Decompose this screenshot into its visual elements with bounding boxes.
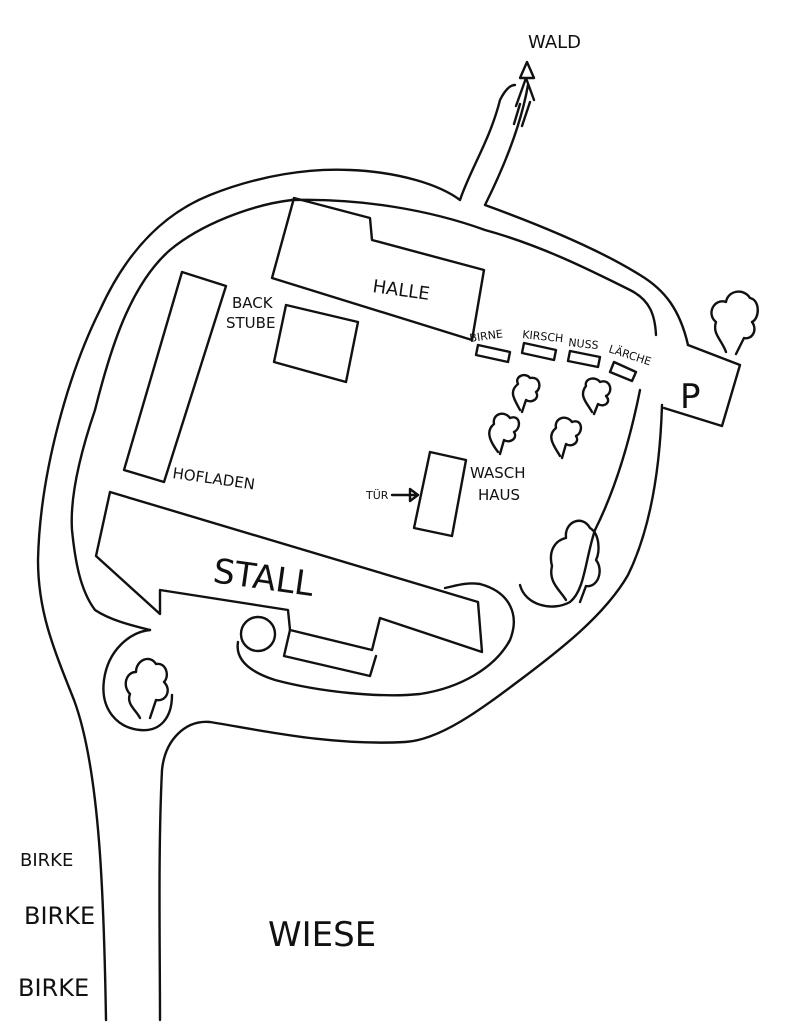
building-waschhaus	[412, 450, 468, 538]
building-backstube	[272, 303, 360, 384]
road-inner-edge	[70, 198, 294, 632]
road-network	[36, 83, 690, 1022]
label-wiese: WIESE	[268, 915, 376, 955]
road-inner-edge-top	[290, 198, 658, 337]
arrows	[390, 60, 536, 503]
label-wald: WALD	[528, 32, 581, 53]
label-waschhaus-line1: WASCH	[470, 464, 526, 482]
building-stall-annex	[282, 628, 378, 678]
label-stall: STALL	[211, 551, 316, 605]
label-birke-2: BIRKE	[24, 902, 95, 930]
road-outer-edge	[36, 83, 517, 1022]
tree-icon	[124, 657, 169, 720]
label-nuss: NUSS	[568, 336, 599, 352]
tree-icon	[581, 377, 612, 416]
plate-nuss	[566, 349, 602, 369]
trees	[124, 290, 759, 720]
label-kirsch: KIRSCH	[522, 328, 564, 345]
parking-area	[662, 343, 742, 428]
building-hofladen	[122, 270, 228, 484]
building-halle	[270, 196, 486, 342]
tree-icon	[511, 373, 541, 414]
label-birke-1: BIRKE	[20, 850, 73, 871]
arrow-up-icon	[512, 60, 536, 128]
plate-birne	[474, 343, 512, 364]
road-tree-bed	[102, 628, 174, 732]
label-birne: BIRNE	[469, 327, 504, 345]
label-backstube-line1: BACK	[232, 294, 274, 312]
road-right-tree-bed	[518, 528, 597, 608]
label-parking: P	[680, 377, 701, 417]
label-hofladen: HOFLADEN	[171, 464, 256, 493]
road-inner-loop-bottom	[236, 582, 515, 697]
road-north-spur-right	[483, 83, 690, 347]
tree-icon	[488, 412, 521, 456]
silo	[239, 615, 277, 653]
label-birke-3: BIRKE	[18, 974, 89, 1002]
plate-kirsch	[520, 341, 558, 362]
label-tuer: TÜR	[365, 489, 389, 502]
label-waschhaus-line2: HAUS	[478, 486, 520, 504]
map-labels: WALD HALLE BACK STUBE HOFLADEN STALL WAS…	[18, 32, 701, 1002]
tree-icon	[549, 519, 601, 604]
road-outer-edge-right	[158, 403, 664, 1022]
buildings	[94, 196, 742, 678]
arrow-right-icon	[390, 487, 420, 503]
tree-icon	[550, 416, 583, 460]
tree-plates	[474, 341, 638, 383]
tree-icon	[710, 290, 759, 356]
label-halle: HALLE	[371, 276, 431, 305]
plate-laerche	[608, 360, 638, 383]
road-inner-edge-right	[593, 388, 642, 532]
label-backstube-line2: STUBE	[226, 314, 275, 332]
